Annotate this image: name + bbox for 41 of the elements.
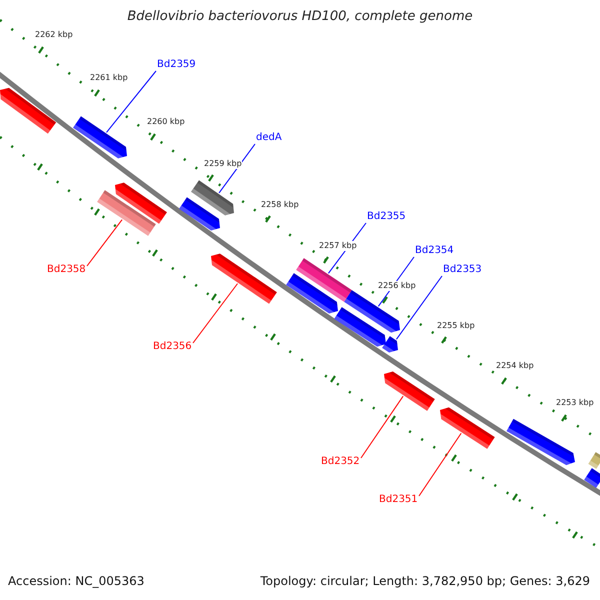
gene-label: Bd2359 <box>157 59 196 71</box>
gene-label: Bd2354 <box>415 245 454 257</box>
gene-label: Bd2353 <box>443 264 482 276</box>
gene-bar <box>334 307 386 347</box>
scale-label: 2253 kbp <box>556 398 594 408</box>
scale-label: 2256 kbp <box>378 281 416 291</box>
scale-label: 2258 kbp <box>261 200 299 210</box>
leader-line <box>418 432 462 496</box>
scale-label: 2255 kbp <box>437 321 475 331</box>
gene-bar <box>73 116 127 158</box>
gene-bar <box>179 197 220 230</box>
gene-bar <box>384 371 435 411</box>
gene-bar <box>588 452 600 469</box>
title: Bdellovibrio bacteriovorus HD100, complete genome <box>126 9 474 24</box>
gene-label: Bd2356 <box>153 341 192 353</box>
gene-label: Bd2355 <box>367 211 406 223</box>
gene-bar <box>584 468 600 488</box>
leader-line <box>106 70 156 133</box>
footer-note: Accession: NC_005363 <box>8 574 144 588</box>
scale-label: 2257 kbp <box>319 241 357 251</box>
leader-line <box>86 219 123 266</box>
gene-bar <box>0 88 56 134</box>
leader-line <box>192 283 238 344</box>
gene-bar <box>211 254 277 304</box>
leader-line <box>360 396 404 458</box>
scale-label: 2262 kbp <box>35 30 73 40</box>
scale-label: 2260 kbp <box>147 117 185 127</box>
gene-label: Bd2352 <box>321 456 360 468</box>
gene-label: dedA <box>256 132 282 144</box>
gene-bar <box>440 407 495 449</box>
scale-label: 2254 kbp <box>496 361 534 371</box>
leader-line <box>218 144 256 194</box>
gene-bar <box>506 418 575 466</box>
gene-bar <box>286 273 338 314</box>
gene-label: Bd2358 <box>47 264 86 276</box>
gene-bar <box>115 182 167 224</box>
leader-line <box>396 276 442 340</box>
footer-note: Topology: circular; Length: 3,782,950 bp; Genes: 3,629 <box>260 574 590 588</box>
scale-label: 2261 kbp <box>90 73 128 83</box>
gene-label: Bd2351 <box>379 494 418 506</box>
scale-label: 2259 kbp <box>204 159 242 169</box>
